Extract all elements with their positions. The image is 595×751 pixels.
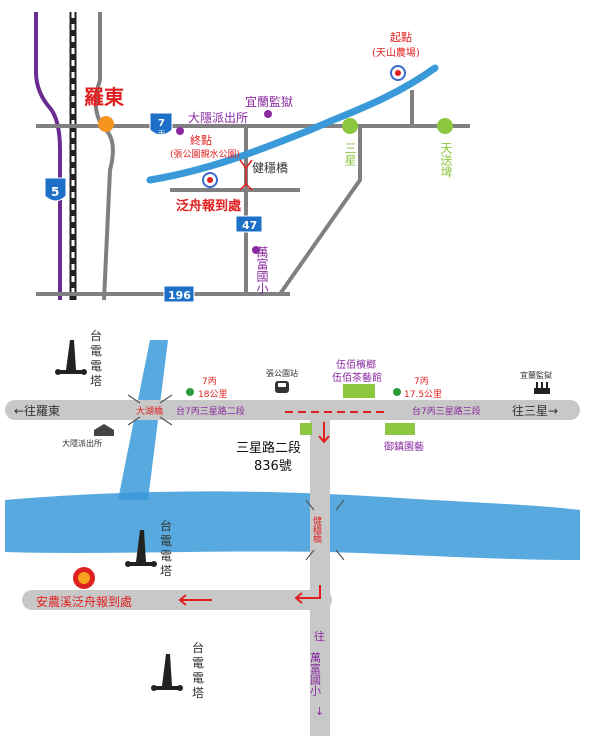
tower2-label-a: 台	[160, 518, 172, 533]
road-right-label: 台7丙三星路三段	[412, 405, 481, 417]
bottom-rafting-label: 安農溪泛舟報到處	[36, 594, 132, 609]
bottom-river-main	[5, 491, 580, 560]
tiansongpi-label: 天送埤	[439, 142, 453, 179]
wubai-label-2: 伍佰茶藝館	[332, 371, 382, 384]
zhang-park-label: 張公園站	[266, 368, 298, 378]
power-tower-icon-2	[125, 530, 157, 567]
top-bridge-label: 健穩橋	[252, 161, 288, 175]
yuxian-building	[385, 423, 415, 435]
tower3-label-a: 台	[192, 640, 204, 655]
km-right-label: 7丙	[414, 376, 429, 387]
power-tower-icon-1	[55, 340, 87, 375]
top-prison-label: 宜蘭監獄	[245, 94, 293, 109]
bottom-vertical-road	[310, 420, 330, 736]
highway-5-line	[34, 12, 62, 300]
bottom-police-label: 大隱派出所	[62, 438, 102, 448]
bottom-lower-road	[22, 590, 332, 610]
rafting-sun-icon	[73, 567, 95, 589]
bridge-icon	[239, 159, 253, 191]
tower1-label-a: 台	[90, 328, 102, 343]
km-left-label-2: 18公里	[198, 389, 227, 400]
route7-sub: 丙	[158, 130, 165, 138]
prison-marker	[264, 110, 272, 118]
prison-icon	[534, 382, 550, 394]
route47-shield-icon	[235, 215, 263, 233]
top-rafting-label: 泛舟報到處	[176, 198, 242, 214]
start-label: 起點	[390, 31, 412, 44]
tiansongpi-marker	[437, 118, 453, 134]
address-line-2: 836號	[254, 459, 292, 474]
town-label: 羅東	[84, 85, 124, 109]
route196-number: 196	[168, 289, 191, 302]
yuxian-label: 御鎮園藝	[384, 440, 424, 453]
tower1-label-d: 塔	[90, 374, 102, 388]
jianwen-bridge-label: 健穩橋	[311, 515, 322, 544]
to-luodong-label: ←往羅東	[14, 403, 60, 418]
dahu-bridge-icon	[127, 394, 173, 426]
route-arrows	[178, 422, 330, 606]
end-sublabel: (張公園親水公園)	[170, 148, 240, 160]
sanxing-marker	[342, 118, 358, 134]
bottom-prison-label: 宜蘭監獄	[520, 370, 552, 380]
luodong-marker	[98, 116, 114, 132]
tower3-label-c: 電	[192, 671, 204, 685]
tower2-label-c: 電	[160, 549, 172, 563]
school-marker	[252, 246, 260, 254]
bottom-main-road	[5, 400, 580, 420]
dahu-bridge-label: 大湖橋	[136, 405, 163, 417]
route47-number: 47	[242, 219, 257, 232]
tower1-label-b: 電	[90, 344, 102, 358]
tower2-label-d: 塔	[160, 564, 172, 578]
to-sanxing-label: 往三星→	[512, 403, 558, 418]
route7-shield-icon	[149, 112, 173, 136]
tower3-label-d: 塔	[192, 686, 204, 700]
top-school-label: 萬富國小	[255, 246, 269, 294]
power-tower-icon-3	[151, 654, 183, 691]
wubai-building	[343, 384, 375, 398]
tower3-label-b: 電	[192, 656, 204, 670]
end-target-icon	[202, 172, 218, 188]
km-left-label: 7丙	[202, 376, 217, 387]
police-icon	[94, 424, 114, 436]
to-school-label-2: 萬富國小	[309, 652, 322, 697]
road-left-label: 台7丙三星路二段	[176, 405, 245, 417]
jianwen-bridge-icon	[305, 499, 345, 561]
route5-shield-icon	[44, 177, 67, 202]
tower2-label-b: 電	[160, 534, 172, 548]
route196-shield-icon	[163, 285, 195, 303]
wubai-label-1: 伍佰檳榔	[336, 358, 376, 371]
police-marker	[176, 127, 184, 135]
top-river	[146, 64, 439, 184]
top-police-label: 大隱派出所	[188, 111, 248, 125]
bus-stop-icon	[275, 381, 289, 393]
address-line-1: 三星路二段	[236, 440, 301, 456]
green-block	[300, 423, 312, 435]
tower1-label-c: 電	[90, 359, 102, 373]
km18-marker	[186, 388, 194, 396]
km175-marker	[393, 388, 401, 396]
sanxing-label: 三星	[343, 142, 357, 166]
start-sublabel: (天山農場)	[372, 46, 420, 59]
end-label: 終點	[190, 133, 212, 147]
route7-number: 7	[158, 118, 165, 129]
start-target-icon	[390, 65, 406, 81]
to-school-label-3: ↓	[315, 705, 324, 718]
route5-number: 5	[51, 185, 59, 199]
km-right-label-2: 17.5公里	[404, 389, 442, 400]
to-school-label-1: 往	[314, 629, 325, 643]
